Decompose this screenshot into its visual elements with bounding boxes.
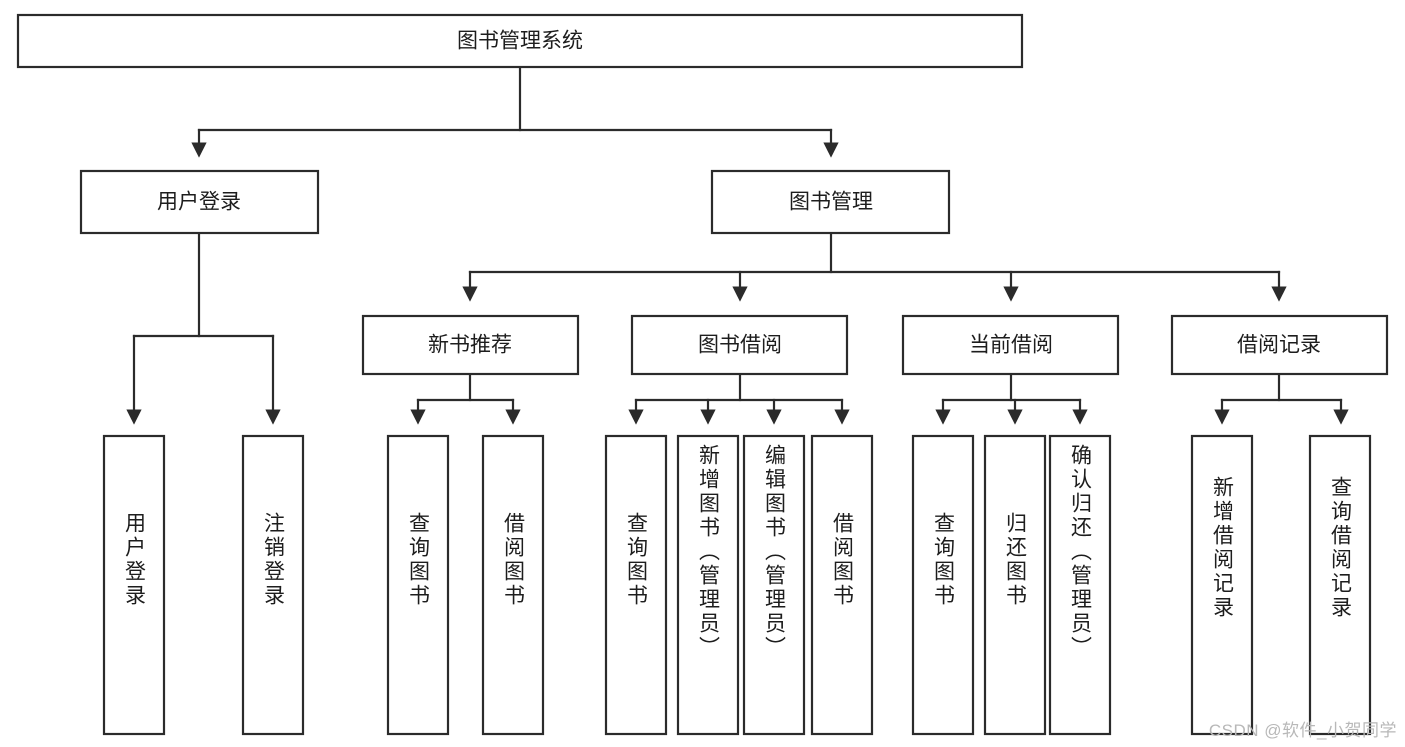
node-book-borrow[interactable] <box>630 314 849 376</box>
connector-bookmgmt-to-level3 <box>462 231 1287 302</box>
leaf-query-book-current[interactable] <box>911 434 975 736</box>
leaf-borrow-book-newbook[interactable] <box>481 434 545 736</box>
leaf-edit-book-admin[interactable] <box>742 434 806 736</box>
connector-root-to-level2 <box>191 65 839 158</box>
node-new-book-recommend-label: 新书推荐 <box>428 334 512 357</box>
connector-bookborrow-to-leaves <box>628 373 850 425</box>
node-book-borrow-label: 图书借阅 <box>698 334 782 357</box>
node-book-management-label: 图书管理 <box>789 191 873 214</box>
leaf-confirm-return-admin[interactable] <box>1048 434 1112 736</box>
leaf-add-borrow-record[interactable] <box>1190 434 1254 736</box>
leaf-query-book-borrow[interactable] <box>604 434 668 736</box>
node-root-system-label: 图书管理系统 <box>457 30 583 53</box>
node-borrow-records[interactable] <box>1170 314 1389 376</box>
node-user-login[interactable] <box>79 169 320 235</box>
node-root-system[interactable] <box>16 13 1024 69</box>
leaf-add-book-admin[interactable] <box>676 434 740 736</box>
leaf-user-login[interactable] <box>102 434 166 736</box>
node-current-borrow-label: 当前借阅 <box>969 334 1053 357</box>
connector-newbook-to-leaves <box>410 373 521 425</box>
node-borrow-records-label: 借阅记录 <box>1237 334 1321 357</box>
leaf-borrow-book[interactable] <box>810 434 874 736</box>
node-new-book-recommend[interactable] <box>361 314 580 376</box>
node-current-borrow[interactable] <box>901 314 1120 376</box>
node-user-login-label: 用户登录 <box>157 191 241 214</box>
leaf-return-book[interactable] <box>983 434 1047 736</box>
leaf-query-borrow-record[interactable] <box>1308 434 1372 736</box>
connector-userlogin-to-leaves <box>126 231 281 425</box>
leaf-query-book-newbook[interactable] <box>386 434 450 736</box>
connector-borrowrecord-to-leaves <box>1214 373 1349 425</box>
leaf-logout[interactable] <box>241 434 305 736</box>
connector-currentborrow-to-leaves <box>935 373 1088 425</box>
node-book-management[interactable] <box>710 169 951 235</box>
watermark-text: CSDN @软件_小贺同学 <box>1208 721 1397 740</box>
